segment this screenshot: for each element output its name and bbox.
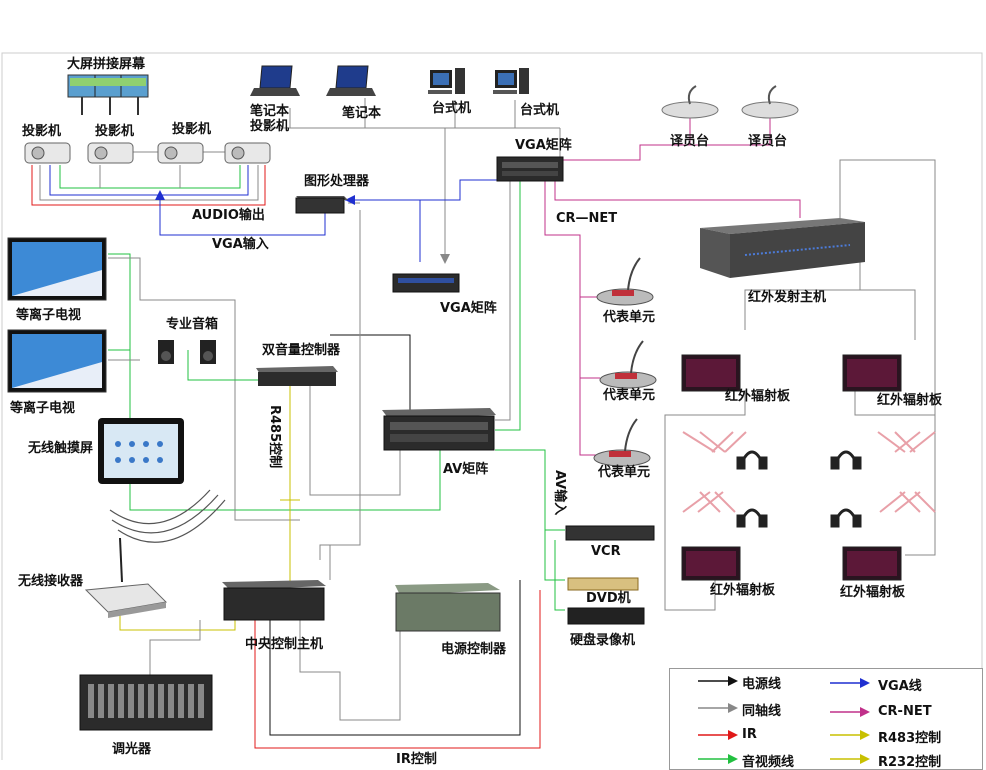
label-wireless-touch: 无线触摸屏 <box>28 441 94 456</box>
legend-arrow-4 <box>728 730 738 740</box>
wireless-signal-icon <box>109 489 226 543</box>
laptop-icon <box>250 65 376 96</box>
headphone-icon <box>736 450 862 528</box>
av-matrix-icon <box>382 408 496 451</box>
wireless-touch-icon <box>98 418 184 484</box>
hdd-recorder-icon <box>567 607 645 625</box>
arrow-marks <box>155 190 450 264</box>
wireless-receiver-icon <box>84 537 168 618</box>
av-line-projectors <box>59 165 241 189</box>
ir-transmitter-icon <box>700 218 865 278</box>
label-ir-radiator-1: 红外辐射板 <box>725 389 791 404</box>
central-controller-icon <box>222 580 326 621</box>
dvd-icon <box>567 577 639 591</box>
label-vga-matrix-top: VGA矩阵 <box>515 138 572 153</box>
label-interpreter-2: 译员台 <box>748 134 788 149</box>
label-vga-matrix-mid: VGA矩阵 <box>440 301 497 316</box>
vga-matrix-mid-icon <box>392 273 460 293</box>
delegate-unit-icon <box>593 257 657 467</box>
label-av-matrix: AV矩阵 <box>443 462 489 477</box>
label-delegate-3: 代表单元 <box>598 465 651 480</box>
legend-ir: IR <box>742 727 757 742</box>
legend-av: 音视频线 <box>742 755 795 770</box>
label-dual-volume: 双音量控制器 <box>262 343 341 358</box>
legend-crnet: CR-NET <box>878 704 932 719</box>
legend-r232: R232控制 <box>878 755 942 770</box>
av-tv-line <box>108 253 441 511</box>
legend-arrow-5 <box>860 730 870 740</box>
plasma-tv-icon <box>7 237 107 393</box>
label-ir-transmitter: 红外发射主机 <box>748 290 827 305</box>
label-ir-radiator-4: 红外辐射板 <box>840 585 906 600</box>
legend-arrow-6 <box>728 754 738 764</box>
label-wireless-receiver: 无线接收器 <box>18 574 84 589</box>
label-hdd-recorder: 硬盘录像机 <box>570 633 636 648</box>
label-vcr: VCR <box>591 544 621 559</box>
label-ir-radiator-3: 红外辐射板 <box>710 583 776 598</box>
label-crnet: CR—NET <box>556 211 618 226</box>
label-delegate-2: 代表单元 <box>603 388 656 403</box>
label-plasma-tv-1: 等离子电视 <box>16 308 82 323</box>
ir-rays <box>682 431 936 513</box>
legend-arrow-1 <box>860 678 870 688</box>
vga-matrix-top-icon <box>496 156 564 182</box>
label-power-ctrl: 电源控制器 <box>441 642 507 657</box>
label-desktop-1: 台式机 <box>432 101 472 116</box>
videowall-icon <box>67 74 149 115</box>
label-projector-1: 投影机 <box>22 124 62 139</box>
dimmer-icon <box>79 674 213 731</box>
label-dvd: DVD机 <box>586 591 631 606</box>
interpreter-icon <box>661 85 799 119</box>
label-graphics-processor: 图形处理器 <box>304 174 370 189</box>
label-vga-in: VGA输入 <box>212 237 269 252</box>
label-dimmer: 调光器 <box>112 742 152 757</box>
vcr-icon <box>565 525 655 541</box>
legend-arrow-0 <box>728 676 738 686</box>
ir-radiator-icon <box>681 354 902 581</box>
legend-power: 电源线 <box>742 677 782 692</box>
label-ir-radiator-2: 红外辐射板 <box>877 393 943 408</box>
legend-coax: 同轴线 <box>742 704 782 719</box>
label-projector-3: 投影机 <box>172 122 212 137</box>
power-controller-icon <box>395 583 501 632</box>
desktop-icon <box>428 68 529 94</box>
label-laptop: 笔记本 <box>342 106 382 121</box>
vga-to-processor <box>345 179 500 201</box>
graphics-processor-icon <box>295 196 348 214</box>
label-plasma-tv-2: 等离子电视 <box>10 401 76 416</box>
label-central-ctrl: 中央控制主机 <box>245 637 324 652</box>
legend: 电源线 VGA线 同轴线 CR-NET IR R483控制 音视频线 R232控… <box>669 668 983 770</box>
label-interpreter-1: 译员台 <box>670 134 710 149</box>
speaker-icon <box>158 340 216 364</box>
projector-icon <box>24 142 271 164</box>
diagram-frame <box>1 52 983 760</box>
legend-arrow-3 <box>860 707 870 717</box>
legend-arrow-2 <box>728 703 738 713</box>
label-av-input: AV输入 <box>552 470 567 516</box>
ir-ctrl-line <box>254 590 541 749</box>
label-desktop-2: 台式机 <box>520 103 560 118</box>
label-pro-speaker: 专业音箱 <box>166 317 219 332</box>
legend-r483: R483控制 <box>878 731 942 746</box>
label-delegate-1: 代表单元 <box>603 310 656 325</box>
label-audio-out: AUDIO输出 <box>192 208 265 223</box>
crnet-line <box>544 180 600 456</box>
ir-line-projectors <box>31 165 266 206</box>
vga-line-projectors <box>49 165 249 196</box>
label-videowall: 大屏拼接屏幕 <box>67 57 146 72</box>
legend-vga: VGA线 <box>878 679 922 694</box>
legend-arrow-7 <box>860 754 870 764</box>
vga-input-line <box>159 197 326 236</box>
label-projector-2: 投影机 <box>95 124 135 139</box>
coax-line-projectors <box>39 165 259 201</box>
label-laptop-projector: 笔记本 投影机 <box>250 104 290 134</box>
label-r485-ctrl: R485控制 <box>267 405 282 469</box>
dual-volume-icon <box>256 366 338 386</box>
